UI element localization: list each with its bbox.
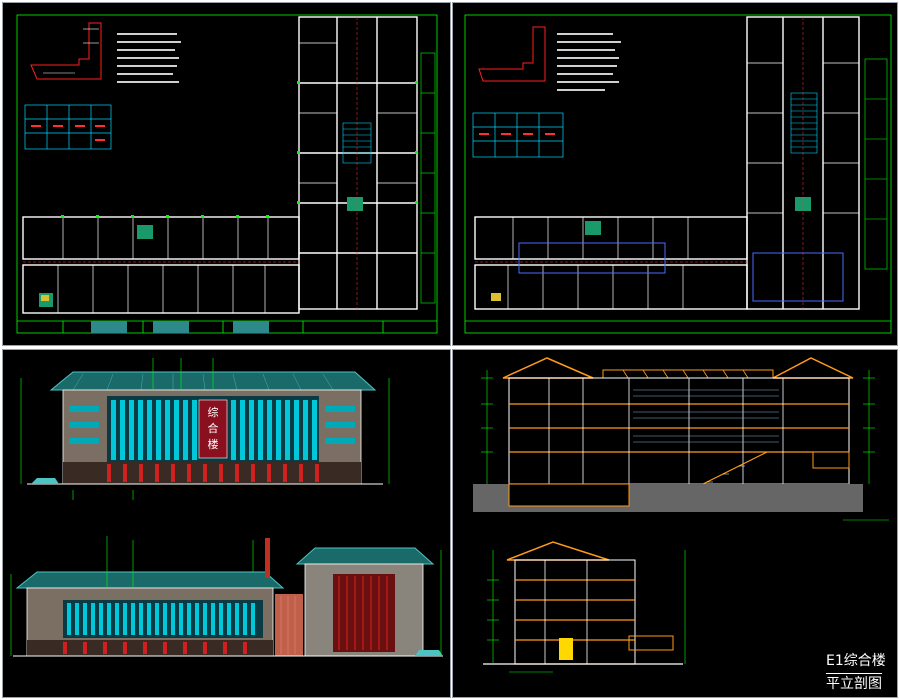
ground-floor-plan-drawing: [16, 14, 438, 334]
rear-elevation: [10, 536, 443, 657]
caption-title: E1综合楼: [826, 653, 886, 669]
key-plan-2: [478, 26, 546, 82]
caption-subtitle: 平立剖图: [826, 673, 882, 694]
area-table-1: [24, 104, 112, 150]
sections-panel: [452, 349, 898, 698]
building-name-sign: [198, 399, 228, 459]
ground-floor-plan-panel: [2, 2, 451, 346]
plan-walls-1: [22, 16, 418, 314]
upper-floor-plan-drawing: [464, 14, 892, 334]
area-table-2: [472, 112, 564, 158]
front-elevation: 综 合 楼: [20, 358, 390, 500]
section-highlight-stair: [559, 638, 573, 660]
sign-char-3: 楼: [208, 437, 219, 451]
sign-char-1: 综: [208, 405, 219, 419]
sections-drawing: [473, 357, 889, 673]
sign-char-2: 合: [208, 421, 219, 435]
key-plan-1: [30, 22, 102, 80]
upper-floor-plan-panel: [452, 2, 898, 346]
longitudinal-section: [473, 357, 889, 521]
cross-section: [483, 541, 686, 673]
elevations-drawing: 综 合 楼: [10, 358, 443, 657]
elevations-panel: 综 合 楼: [2, 349, 451, 698]
drawing-caption: E1综合楼 平立剖图: [826, 652, 896, 694]
